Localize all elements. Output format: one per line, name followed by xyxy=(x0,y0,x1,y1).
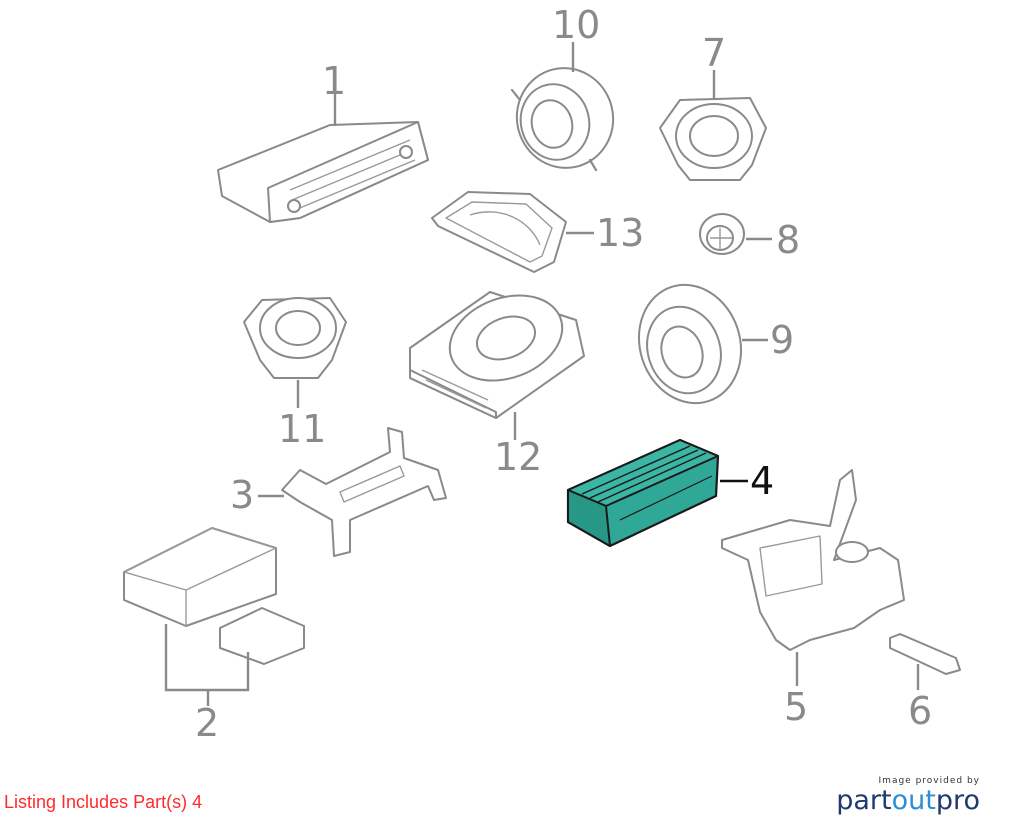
callout-11: 11 xyxy=(278,407,326,451)
part-7-speaker xyxy=(659,97,767,181)
callout-2: 2 xyxy=(195,701,219,745)
listing-note: Listing Includes Part(s) 4 xyxy=(4,792,203,812)
part-6-strip xyxy=(889,633,961,675)
callout-4: 4 xyxy=(750,459,774,503)
callout-9: 9 xyxy=(770,318,794,362)
part-11-speaker xyxy=(243,297,347,379)
part-5-bracket xyxy=(721,469,905,651)
part-12-subwoofer xyxy=(409,291,585,419)
callout-13: 13 xyxy=(596,211,644,255)
callout-1: 1 xyxy=(322,59,346,103)
callout-10: 10 xyxy=(552,3,600,47)
part-8-tweeter xyxy=(699,213,745,255)
part-10-speaker xyxy=(510,67,615,172)
brand-name-pro: pro xyxy=(935,785,980,816)
brand-name-out: out xyxy=(891,785,936,816)
part-9-speaker xyxy=(637,283,743,405)
callout-5: 5 xyxy=(784,685,808,729)
part-13-grille xyxy=(431,191,567,273)
part-2-cd-changer xyxy=(123,527,305,665)
brand-name: partoutpro xyxy=(836,786,980,816)
callout-12: 12 xyxy=(494,435,542,479)
part-4-amplifier-module xyxy=(566,438,720,548)
callout-8: 8 xyxy=(776,218,800,262)
brand-logo: Image provided by partoutpro xyxy=(836,776,980,816)
callout-7: 7 xyxy=(702,31,726,75)
part-1-head-unit xyxy=(217,121,429,223)
provided-by-text: Image provided by xyxy=(878,776,980,786)
callout-3: 3 xyxy=(230,473,254,517)
brand-name-part: part xyxy=(836,785,892,816)
callout-6: 6 xyxy=(908,689,932,733)
part-3-bracket xyxy=(281,427,447,557)
